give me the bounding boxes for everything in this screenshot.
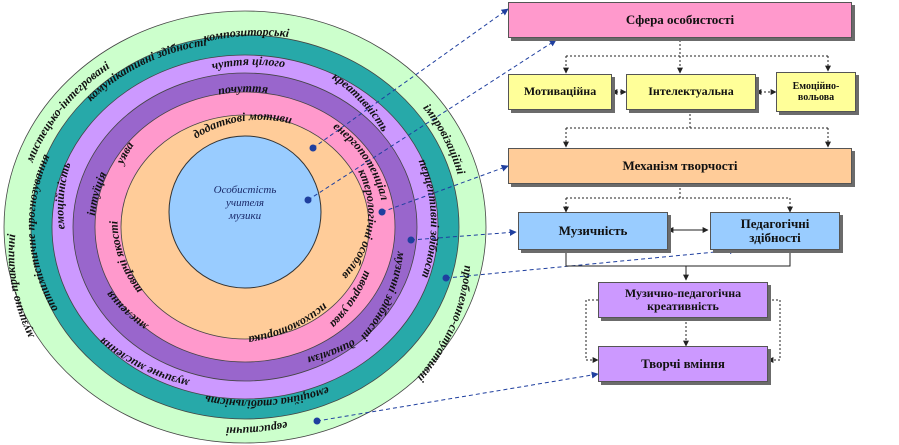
box-creative-skills: Творчі вміння [598,346,768,382]
connector-additional-motives [312,8,509,149]
box-musicality: Музичність [518,212,668,250]
center-line-2: учителя [225,197,264,209]
connector-perceptive [445,247,737,279]
connector-heuristic [316,371,599,422]
label-feeling: почуття [217,81,269,98]
ring-layer [3,10,487,444]
box-pedagogical-abilities: Педагогічні здібності [710,212,840,250]
flow-ped-down [686,250,791,267]
ring-connectors [307,8,737,422]
box-intellectual: Інтелектуальна [626,74,756,110]
center-line-3: музики [228,210,262,222]
flow-creat-left-loop [585,299,599,363]
box-creativity-mechanism: Механізм творчості [508,148,852,184]
connector-psychomotor [307,39,557,201]
box-motivational: Мотиваційна [508,74,612,110]
box-sphere: Сфера особистості [508,2,852,38]
box-music-pedagogical-creativity: Музично-педагогічна креативність [598,282,768,318]
flow-connectors [563,40,831,213]
connector-energy [381,164,509,213]
flow-creat-right-loop [767,299,781,363]
ring-1-center [168,135,322,289]
connector-musical [410,228,517,241]
box-emotional-volitional: Емоційно-вольова [776,72,856,112]
flow-music-down [565,250,686,267]
center-line-1: Особистість [214,184,277,196]
label-whole-sense: чуття цілого [210,54,286,73]
